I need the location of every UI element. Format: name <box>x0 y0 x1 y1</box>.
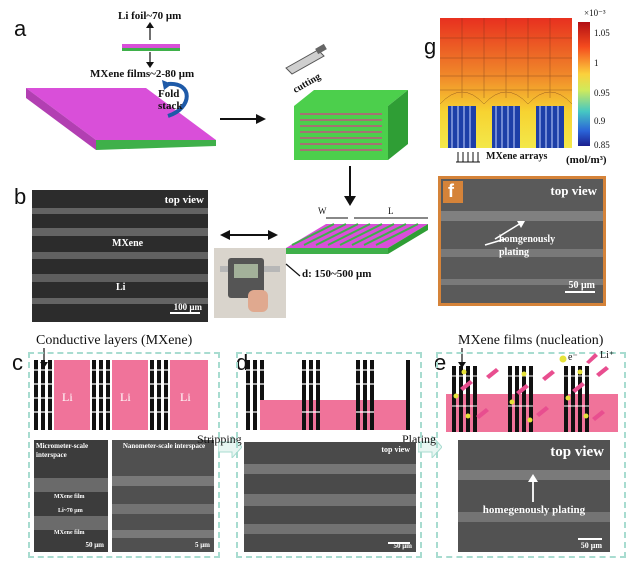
thickness-label: d: 150~500 μm <box>302 268 372 280</box>
d-schematic <box>246 360 410 430</box>
thickness-arrow <box>285 263 301 277</box>
d-scale-label: 50 μm <box>393 542 412 550</box>
mxene-array-icon <box>456 152 480 163</box>
arrow-down-icon <box>344 166 356 206</box>
e-electron-label: e⁻ <box>568 352 578 363</box>
f-view-label: top view <box>550 183 597 198</box>
e-schematic <box>446 366 618 432</box>
c-frame <box>28 352 220 558</box>
mxene-arrays-label: MXene arrays <box>486 151 548 162</box>
b-view-label: top view <box>164 194 204 206</box>
c-mxene-film-2: MXene film <box>54 530 85 536</box>
c-left-title: Micrometer-scale interspace <box>36 442 89 459</box>
d-view-label: top view <box>381 445 410 454</box>
e-legend-electron-icon <box>559 355 567 363</box>
f-label-box <box>443 181 463 203</box>
panel-label-g: g <box>424 34 437 59</box>
double-arrow-icon <box>220 230 278 240</box>
colorbar <box>578 22 590 146</box>
layer-stack-diagram <box>122 22 180 68</box>
c-mxene-film-1: MXene film <box>54 494 85 500</box>
e-caption: homegenously plating <box>482 504 586 516</box>
b-li-label: Li <box>116 282 126 293</box>
d-frame <box>236 352 422 558</box>
colorbar-tick-1: 1.05 <box>594 28 610 38</box>
c-right-scale: 5 μm <box>194 541 210 549</box>
arrow-right-icon <box>220 114 266 124</box>
e-li-label: Li⁺ <box>600 350 615 361</box>
c-right-title: Nanometer-scale interspace <box>122 442 206 450</box>
panel-label-d: d <box>236 350 249 375</box>
colorbar-tick-2: 1 <box>594 58 599 68</box>
sem-image-d: top view 50 μm <box>244 442 416 552</box>
c-li-2: Li <box>120 390 131 404</box>
caliper-photo <box>214 248 286 318</box>
sem-image-e: top view homegenously plating 50 μm <box>458 440 610 552</box>
sem-image-c-right: Nanometer-scale interspace 5 μm <box>112 440 214 552</box>
panel-label-b: b <box>14 184 27 209</box>
sem-image-c-left: Micrometer-scale interspace MXene film L… <box>34 440 108 552</box>
e-title: MXene films (nucleation) <box>458 333 604 348</box>
thin-slab <box>286 217 428 254</box>
width-label: W <box>318 206 327 216</box>
e-frame <box>436 352 626 558</box>
f-caption: homgenously plating <box>499 234 556 258</box>
colorbar-multiplier: ×10⁻³ <box>584 8 606 18</box>
concentration-map <box>440 18 572 148</box>
sem-image-b: top view MXene Li 100 μm <box>32 190 208 322</box>
fold-stack-label: Fold stack <box>158 88 183 112</box>
e-legend-li-icon <box>586 353 598 364</box>
b-mxene-label: MXene <box>112 238 144 249</box>
f-scale-label: 50 μm <box>568 280 596 291</box>
sem-image-f: f top view homgenously plating 50 μm <box>438 176 606 306</box>
b-scale-label: 100 μm <box>173 302 202 312</box>
colorbar-tick-4: 0.9 <box>594 116 606 126</box>
e-scale-label: 50 μm <box>580 541 602 550</box>
mxene-films-label: MXene films~2-80 μm <box>90 68 195 80</box>
colorbar-tick-5: 0.85 <box>594 140 610 150</box>
colorbar-tick-3: 0.95 <box>594 88 610 98</box>
c-li-thickness: Li~70 μm <box>58 508 83 514</box>
e-title-arrow <box>458 348 466 368</box>
panel-label-c: c <box>12 350 23 375</box>
e-view-label: top view <box>550 444 604 460</box>
length-label: L <box>388 206 394 216</box>
c-li-3: Li <box>180 390 191 404</box>
fold-stack-sheet <box>26 80 216 150</box>
panel-label-a: a <box>14 16 27 41</box>
stacked-block <box>294 90 408 160</box>
c-schematic <box>34 360 208 430</box>
c-title: Conductive layers (MXene) <box>36 333 193 348</box>
unit-label: (mol/m³) <box>566 154 607 166</box>
stripping-label: Stripping <box>197 432 242 446</box>
li-foil-label: Li foil~70 μm <box>118 10 182 22</box>
panel-label-f: f <box>448 181 454 201</box>
c-left-scale: 50 μm <box>85 541 104 549</box>
knife-icon <box>285 43 327 75</box>
c-li-1: Li <box>62 390 73 404</box>
